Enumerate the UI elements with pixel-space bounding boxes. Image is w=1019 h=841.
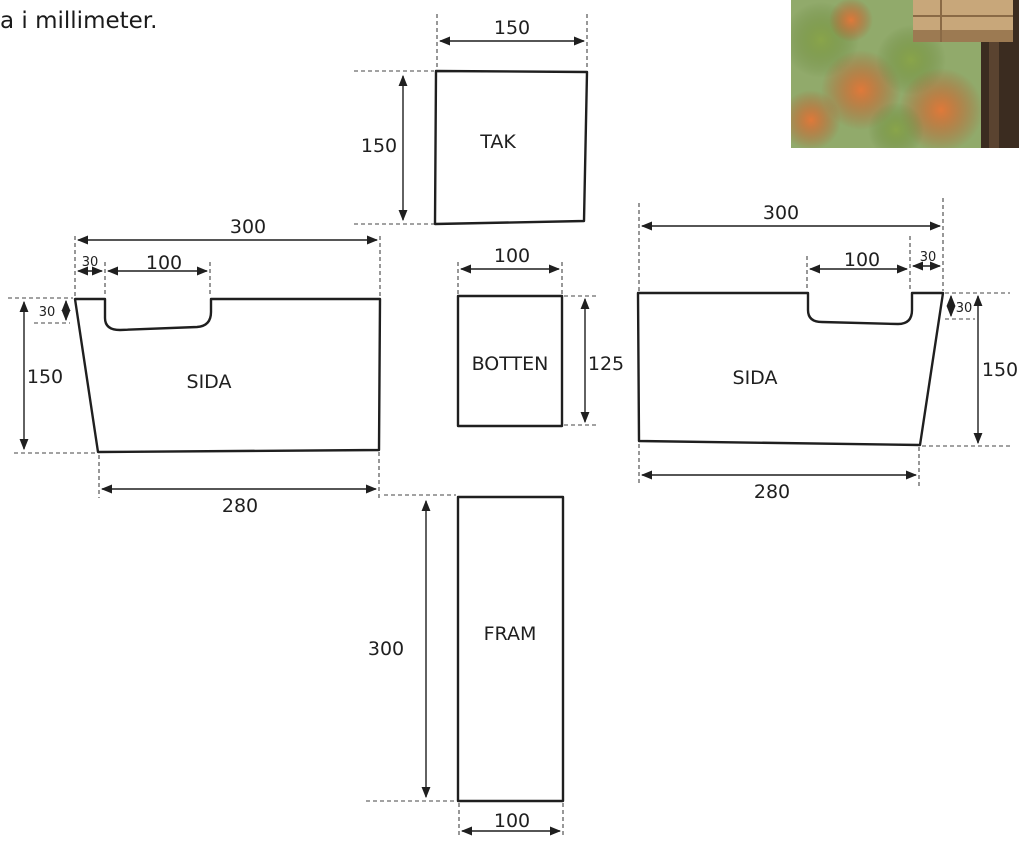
fram-width-label: 100 (494, 810, 530, 832)
botten-width-label: 100 (494, 245, 530, 267)
sida-left-notch-label: 100 (146, 252, 182, 274)
sida-left-notch-depth-label: 30 (39, 305, 56, 320)
caption: a i millimeter. (0, 8, 158, 34)
sida-left-outline (73, 297, 382, 454)
sida-right-offset-label: 30 (920, 250, 937, 265)
sida-right-bottom-label: 280 (754, 481, 790, 503)
botten-outline (456, 294, 564, 428)
sida-left-height-label: 150 (27, 366, 63, 388)
sida-right-notch-label: 100 (844, 249, 880, 271)
tak-height-label: 150 (361, 135, 397, 157)
botten-height-label: 125 (588, 353, 624, 375)
piece-sida-left: SIDA 300 30 100 30 150 280 (8, 216, 382, 517)
sida-right-outline (636, 291, 945, 447)
fram-label: FRAM (484, 623, 537, 645)
tak-outline (433, 69, 589, 226)
piece-sida-right: SIDA 300 100 30 30 150 280 (636, 198, 1018, 503)
botten-label: BOTTEN (472, 353, 549, 375)
sida-left-label: SIDA (187, 371, 232, 393)
sida-right-label: SIDA (733, 367, 778, 389)
sida-left-top-label: 300 (230, 216, 266, 238)
birdhouse-photo (791, 0, 1019, 148)
sida-right-height-label: 150 (982, 359, 1018, 381)
piece-fram: FRAM 300 100 (366, 494, 565, 838)
fram-height-label: 300 (368, 638, 404, 660)
tak-label: TAK (479, 131, 516, 153)
fram-outline (456, 495, 565, 803)
sida-left-offset-label: 30 (82, 255, 99, 270)
tak-width-label: 150 (494, 17, 530, 39)
sida-right-notch-depth-label: 30 (956, 301, 973, 316)
sida-right-top-label: 300 (763, 202, 799, 224)
piece-tak: TAK 150 150 (354, 14, 589, 226)
sida-left-bottom-label: 280 (222, 495, 258, 517)
piece-botten: BOTTEN 100 125 (456, 245, 624, 428)
